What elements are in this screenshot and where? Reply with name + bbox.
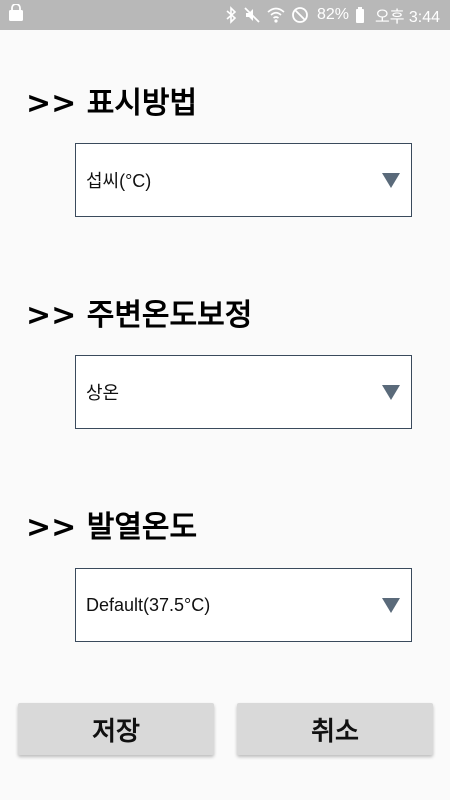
- wifi-icon: [267, 6, 285, 24]
- ambient-correction-value: 상온: [86, 383, 120, 403]
- ambient-correction-select[interactable]: 상온: [75, 355, 412, 429]
- section-title-ambient-correction: >> 주변온도보정: [26, 298, 253, 333]
- fever-temperature-select[interactable]: Default(37.5°C): [75, 568, 412, 642]
- cancel-button[interactable]: 취소: [237, 703, 433, 755]
- status-bar: 82% 오후 3:44: [0, 0, 450, 30]
- status-left: [8, 2, 24, 27]
- section-title-display-method: >> 표시방법: [26, 86, 198, 121]
- mute-icon: [243, 6, 261, 24]
- display-method-value: 섭씨(°C): [86, 171, 152, 191]
- battery-percent: 82%: [316, 6, 349, 23]
- dropdown-arrow-icon: [381, 596, 401, 614]
- shopping-bag-icon: [8, 2, 24, 27]
- fever-temperature-value: Default(37.5°C): [86, 594, 211, 615]
- do-not-disturb-icon: [291, 6, 309, 24]
- bluetooth-icon: [225, 6, 237, 24]
- status-time: 오후 3:44: [374, 9, 440, 26]
- dropdown-arrow-icon: [381, 383, 401, 401]
- status-right: 82% 오후 3:44: [225, 3, 440, 27]
- dropdown-arrow-icon: [381, 171, 401, 189]
- save-button[interactable]: 저장: [18, 703, 214, 755]
- section-title-fever-temperature: >> 발열온도: [26, 510, 198, 545]
- battery-icon: [355, 6, 365, 24]
- display-method-select[interactable]: 섭씨(°C): [75, 143, 412, 217]
